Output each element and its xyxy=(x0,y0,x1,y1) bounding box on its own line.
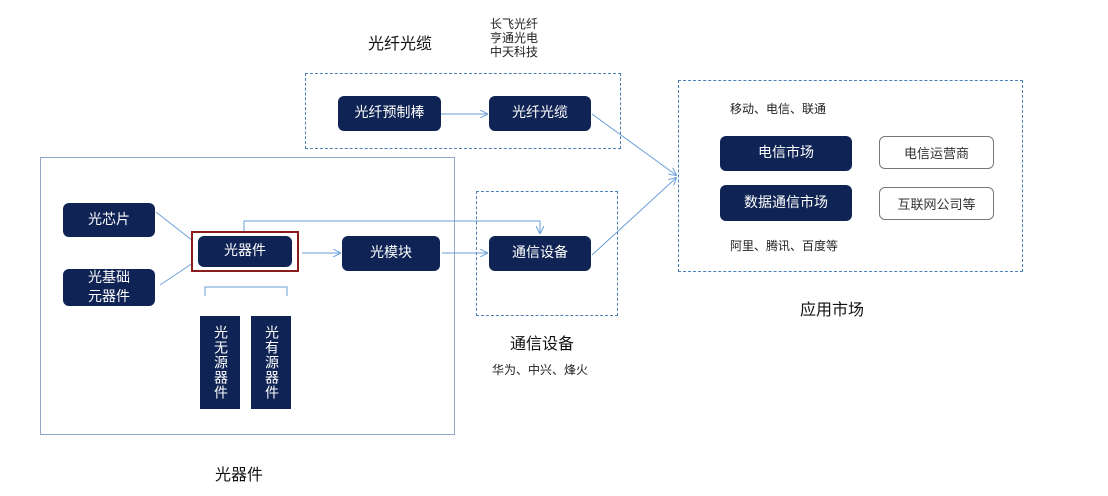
company-yofc: 长飞光纤 xyxy=(490,17,539,31)
comm-companies: 华为、中兴、烽火 xyxy=(492,363,589,377)
active-device-node[interactable]: 光有源器件 xyxy=(251,316,291,409)
devices-bracket xyxy=(204,286,288,296)
devices-boundary xyxy=(40,157,455,435)
link-cable-market xyxy=(591,113,676,175)
substrate-line-2: 元器件 xyxy=(88,288,130,305)
internet-companies-box[interactable]: 互联网公司等 xyxy=(879,187,994,220)
fiber-cable-title: 光纤光缆 xyxy=(368,34,433,53)
fiber-cable-boundary xyxy=(305,73,621,149)
market-boundary xyxy=(678,80,1023,272)
passive-device-label: 光无源器件 xyxy=(212,325,228,400)
link-comm-market xyxy=(591,178,676,256)
fiber-cable-node[interactable]: 光纤光缆 xyxy=(489,96,591,131)
link-device-comm-top xyxy=(243,220,540,233)
market-title: 应用市场 xyxy=(800,300,865,319)
comm-equipment-node[interactable]: 通信设备 xyxy=(489,236,591,271)
internet-company-names: 阿里、腾讯、百度等 xyxy=(730,239,839,253)
highlight-frame xyxy=(191,231,299,272)
active-device-label: 光有源器件 xyxy=(263,325,279,400)
optical-module-node[interactable]: 光模块 xyxy=(342,236,440,271)
telecom-companies: 移动、电信、联通 xyxy=(730,102,827,116)
passive-device-node[interactable]: 光无源器件 xyxy=(200,316,240,409)
link-substrate-device xyxy=(159,262,194,286)
telecom-market-node[interactable]: 电信市场 xyxy=(720,136,852,171)
optical-chip-node[interactable]: 光芯片 xyxy=(63,203,155,237)
company-zhongtian: 中天科技 xyxy=(490,45,539,59)
preform-node[interactable]: 光纤预制棒 xyxy=(338,96,441,131)
comm-title: 通信设备 xyxy=(510,334,575,353)
telecom-operators-box[interactable]: 电信运营商 xyxy=(879,136,994,169)
link-chip-device xyxy=(155,211,194,242)
optical-device-node[interactable]: 光器件 xyxy=(198,236,292,267)
company-hengtong: 亨通光电 xyxy=(490,31,539,45)
datacom-market-node[interactable]: 数据通信市场 xyxy=(720,185,852,221)
optical-substrate-node[interactable]: 光基础 元器件 xyxy=(63,269,155,306)
substrate-line-1: 光基础 xyxy=(88,270,130,287)
devices-title: 光器件 xyxy=(215,465,264,484)
fiber-cable-companies: 长飞光纤 亨通光电 中天科技 xyxy=(490,17,538,59)
